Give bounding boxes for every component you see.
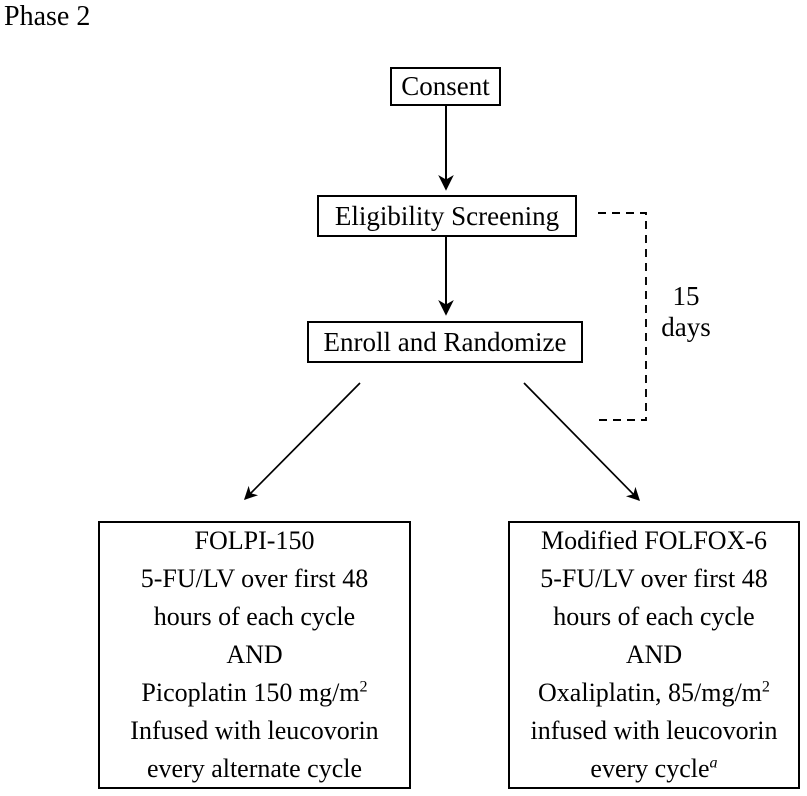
arrow-enroll-to-left-arm — [243, 382, 361, 501]
left-arm-line4: AND — [226, 640, 283, 669]
left-arm-line6: Infused with leucovorin — [130, 716, 379, 745]
right-arm-line4: AND — [625, 640, 683, 669]
right-arm-title: Modified FOLFOX-6 — [540, 526, 768, 555]
duration-note: 15 days — [650, 281, 722, 343]
duration-note-value: 15 — [672, 281, 700, 311]
right-arm-line6: infused with leucovorin — [530, 716, 778, 745]
eligibility-screening-box: Eligibility Screening — [317, 195, 577, 237]
left-arm-dose-superscript: 2 — [359, 678, 368, 696]
consent-label: Consent — [401, 71, 490, 101]
duration-note-unit: days — [661, 312, 711, 342]
right-arm-dose-text: Oxaliplatin, 85/mg/m — [538, 678, 762, 707]
right-arm-box: Modified FOLFOX-6 5-FU/LV over first 48 … — [508, 521, 800, 789]
enroll-randomize-box: Enroll and Randomize — [307, 321, 583, 363]
left-arm-line7: every alternate cycle — [146, 754, 363, 783]
left-arm-dose-text: Picoplatin 150 mg/m — [141, 678, 360, 707]
enroll-label: Enroll and Randomize — [323, 326, 567, 357]
eligibility-label: Eligibility Screening — [334, 200, 560, 231]
consent-box: Consent — [390, 67, 501, 106]
left-arm-title: FOLPI-150 — [194, 526, 315, 555]
duration-bracket-dashed — [598, 212, 647, 421]
right-arm-footnote-marker: a — [709, 754, 718, 772]
right-arm-line3: hours of each cycle — [553, 602, 755, 631]
left-arm-dose-line: Picoplatin 150 mg/m2 — [141, 674, 367, 712]
phase-label: Phase 2 — [4, 1, 91, 32]
right-arm-dose-line: Oxaliplatin, 85/mg/m2 — [538, 674, 770, 712]
right-arm-line7: every cyclea — [590, 750, 717, 788]
left-arm-box: FOLPI-150 5-FU/LV over first 48 hours of… — [98, 521, 411, 789]
left-arm-line3: hours of each cycle — [153, 602, 356, 631]
right-arm-line2: 5-FU/LV over first 48 — [540, 564, 768, 593]
arrow-enroll-to-right-arm — [523, 382, 641, 502]
left-arm-line2: 5-FU/LV over first 48 — [140, 564, 369, 593]
right-arm-dose-superscript: 2 — [761, 678, 770, 696]
right-arm-line7-text: every cycle — [590, 754, 710, 783]
